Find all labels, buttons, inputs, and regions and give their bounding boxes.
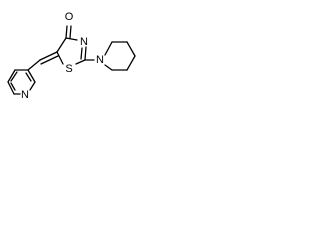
pyridine-bond-6-inner bbox=[10, 82, 16, 91]
thiazole-bond-c2-s1 bbox=[75, 59, 86, 65]
thiazole-bond-c4-n3 bbox=[65, 37, 78, 41]
pyridine-bond-3 bbox=[27, 69, 36, 83]
piperidine-bond-1 bbox=[104, 41, 113, 56]
thiazole-bond-n3-c2-inner bbox=[80, 47, 83, 60]
molecule-structure-diagram: O N S N N bbox=[7, 11, 136, 101]
carbonyl-bond-1 bbox=[65, 25, 68, 39]
piperidine-bond-6 bbox=[104, 64, 113, 71]
atom-label-pyridine-nitrogen: N bbox=[21, 89, 29, 101]
thiazole-bond-n3-c2 bbox=[84, 46, 87, 61]
pyridine-bond-1 bbox=[7, 69, 16, 83]
carbonyl-bond-2 bbox=[69, 25, 72, 39]
vinyl-bond bbox=[27, 59, 41, 71]
piperidine-bond-3 bbox=[126, 41, 136, 57]
exocyclic-double-bond-2 bbox=[40, 55, 59, 65]
atom-label-layer: O N S N N bbox=[21, 11, 104, 101]
pyridine-bond-4 bbox=[29, 81, 36, 91]
thiazole-bond-c5-c4 bbox=[56, 37, 67, 53]
exocyclic-double-bond-1 bbox=[39, 51, 58, 61]
piperidine-bond-4 bbox=[126, 55, 136, 71]
pyridine-bond-3-inner bbox=[25, 72, 32, 82]
atom-label-piperidine-nitrogen: N bbox=[96, 54, 104, 66]
pyridine-bond-1-inner bbox=[10, 71, 18, 82]
atom-label-sulfur: S bbox=[65, 63, 72, 75]
atom-label-oxygen: O bbox=[65, 11, 74, 23]
pyridine-bond-6 bbox=[7, 81, 15, 95]
thiazole-bond-s1-c5 bbox=[56, 51, 64, 65]
atom-label-ring-nitrogen: N bbox=[80, 36, 88, 48]
bond-layer bbox=[7, 25, 136, 95]
